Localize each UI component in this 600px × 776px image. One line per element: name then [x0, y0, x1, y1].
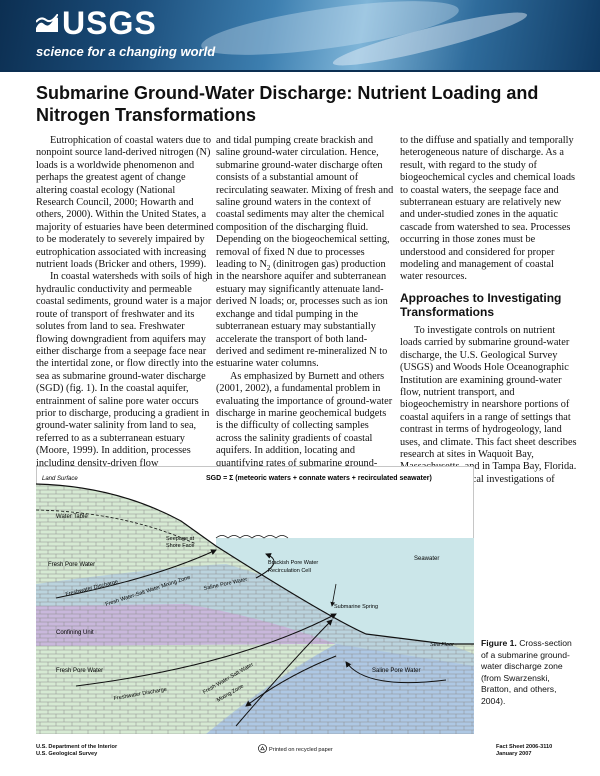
label-seawater: Seawater	[414, 556, 439, 562]
paragraph-text: and tidal pumping create brackish and sa…	[216, 135, 394, 271]
paragraph: and tidal pumping create brackish and sa…	[216, 135, 394, 371]
header-rule	[0, 70, 600, 72]
paragraph: Eutrophication of coastal waters due to …	[36, 135, 214, 271]
flow-arrow	[75, 613, 337, 687]
label-seepage: Seepage at	[166, 536, 195, 542]
label-confining-unit: Confining Unit	[56, 630, 94, 636]
caption-text: Cross-section of a submarine ground-wate…	[481, 638, 572, 706]
label-fresh-pore-water-2: Fresh Pore Water	[56, 668, 103, 674]
usgs-wave-icon	[36, 14, 58, 32]
sgd-cross-section-figure: SGD = Σ (meteoric waters + connate water…	[36, 466, 474, 734]
label-water-table: Water Table	[56, 514, 88, 520]
seawater-region	[216, 538, 474, 644]
tagline: science for a changing world	[36, 44, 216, 59]
text-column-2: and tidal pumping create brackish and sa…	[216, 135, 394, 482]
paragraph: to the diffuse and spatially and tempora…	[400, 135, 575, 283]
footer-recycled: Printed on recycled paper	[269, 747, 333, 753]
sgd-equation: SGD = Σ (meteoric waters + connate water…	[206, 475, 432, 482]
label-seepage: Shore Face	[166, 543, 194, 549]
logo-text: USGS	[62, 5, 157, 41]
footer-left: U.S. Department of the Interior U.S. Geo…	[36, 744, 117, 758]
footer-center: Printed on recycled paper	[258, 744, 333, 754]
text-column-3: to the diffuse and spatially and tempora…	[400, 135, 578, 499]
recycle-icon	[258, 744, 267, 753]
footer-fact-sheet: Fact Sheet 2006-3110	[496, 744, 553, 750]
footer-date: January 2007	[496, 751, 532, 757]
flow-arrow	[235, 619, 333, 727]
land-surface-line	[36, 483, 474, 645]
flow-arrow	[245, 655, 337, 707]
paragraph: In coastal watersheds with soils of high…	[36, 271, 214, 469]
footer-right: Fact Sheet 2006-3110 January 2007	[496, 744, 552, 758]
paragraph-text: (dinitrogen gas) production in the nears…	[216, 259, 388, 370]
caption-label: Figure 1.	[481, 638, 517, 648]
label-saline-pore-water-2: Saline Pore Water	[372, 668, 420, 674]
text-column-1: Eutrophication of coastal waters due to …	[36, 135, 214, 470]
label-brackish: Recirculation Cell	[268, 568, 311, 574]
usgs-logo[interactable]: USGS	[36, 6, 157, 40]
footer-survey: U.S. Geological Survey	[36, 751, 98, 757]
header-banner: USGS science for a changing world	[0, 0, 600, 70]
paragraph: To investigate controls on nutrient load…	[400, 324, 577, 497]
label-submarine-spring: Submarine Spring	[334, 604, 378, 610]
page-title: Submarine Ground-Water Discharge: Nutrie…	[36, 83, 539, 125]
subscript: 2	[266, 264, 271, 273]
section-heading: Approaches to Investigating Transformati…	[400, 290, 562, 319]
flow-arrow	[55, 549, 217, 599]
flow-arrow	[345, 661, 447, 684]
flow-arrow	[255, 553, 275, 579]
water-table-line	[36, 509, 197, 545]
sea-surface-waves	[215, 535, 289, 539]
label-brackish: Brackish Pore Water	[268, 560, 318, 566]
flow-arrow	[330, 583, 337, 607]
figure-caption: Figure 1. Cross-section of a submarine g…	[481, 638, 577, 708]
label-sea-floor: Sea Floor	[430, 642, 455, 648]
label-land-surface: Land Surface	[42, 476, 78, 482]
footer-dept: U.S. Department of the Interior	[36, 744, 118, 750]
label-fresh-pore-water: Fresh Pore Water	[48, 562, 95, 568]
